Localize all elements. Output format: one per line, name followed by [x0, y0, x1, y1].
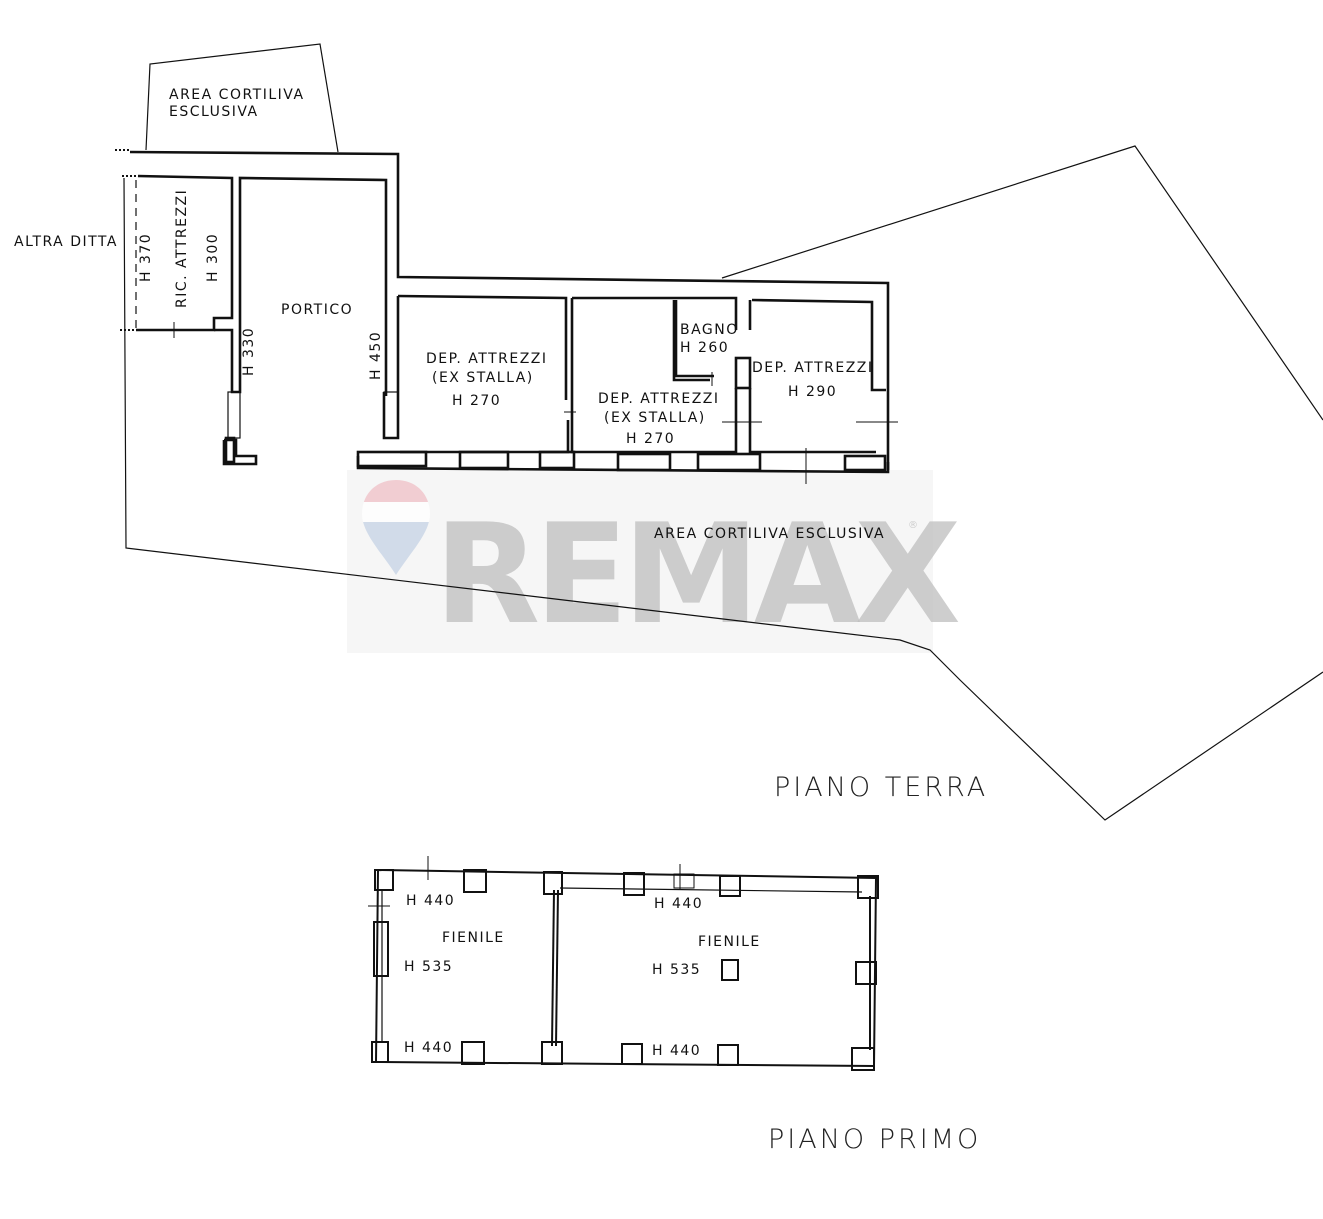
piano-primo-title: PIANO PRIMO: [768, 1124, 982, 1155]
room-1-subname: (EX STALLA): [432, 370, 534, 386]
ric-attrezzi-label: RIC. ATTREZZI: [174, 188, 190, 308]
outer-wall: [129, 150, 890, 470]
fienile-2-height-mid: H 535: [652, 962, 702, 978]
fienile-1-height-top: H 440: [406, 893, 456, 909]
height-label-h450: H 450: [368, 330, 384, 380]
watermark-backdrop: [347, 470, 933, 653]
room-2-height: H 270: [626, 431, 676, 447]
remax-watermark: REMAX: [434, 494, 961, 655]
fienile-2-height-bottom: H 440: [652, 1043, 702, 1059]
fienile-1-name: FIENILE: [442, 930, 505, 946]
height-label-h370: H 370: [138, 232, 154, 282]
registered-mark: ®: [908, 520, 918, 531]
room-3-height: H 290: [788, 384, 838, 400]
room-1-name: DEP. ATTREZZI: [426, 351, 548, 367]
fienile-1-height-bottom: H 440: [404, 1040, 454, 1056]
fienile-1-height-mid: H 535: [404, 959, 454, 975]
altra-ditta-label: ALTRA DITTA: [14, 234, 118, 250]
area-esclusiva-label: ESCLUSIVA: [169, 104, 259, 120]
remax-balloon-icon: [362, 480, 430, 575]
fienile-2-name: FIENILE: [698, 934, 761, 950]
piano-terra-title: PIANO TERRA: [774, 772, 989, 803]
room-1-height: H 270: [452, 393, 502, 409]
height-label-h300: H 300: [205, 232, 221, 282]
fienile-2-height-top: H 440: [654, 896, 704, 912]
room-2-name: DEP. ATTREZZI: [598, 391, 720, 407]
courtyard-boundary: [123, 177, 1323, 821]
bagno-height: H 260: [680, 340, 730, 356]
height-label-h330: H 330: [241, 326, 257, 376]
room-2-subname: (EX STALLA): [604, 410, 706, 426]
portico-label: PORTICO: [281, 302, 354, 318]
bagno-name: BAGNO: [680, 322, 739, 338]
area-cortiliva-label: AREA CORTILIVA: [169, 87, 305, 103]
room-3-name: DEP. ATTREZZI: [752, 360, 874, 376]
courtyard-boundary-right: [721, 145, 1323, 421]
area-cortiliva-esclusiva-label: AREA CORTILIVA ESCLUSIVA: [654, 526, 886, 542]
courtyard-top-boundary: [145, 43, 339, 153]
